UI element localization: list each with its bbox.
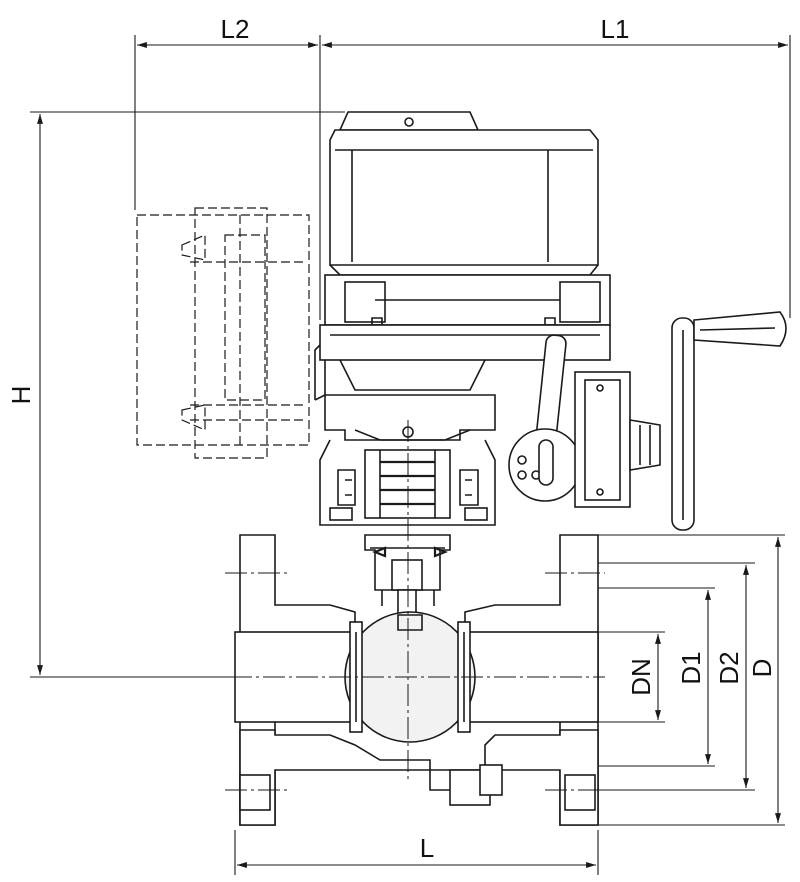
handwheel xyxy=(671,311,787,531)
dim-label-d1: D1 xyxy=(676,651,706,684)
valve-body xyxy=(234,534,599,826)
alternate-position-outline xyxy=(136,207,310,459)
dim-label-d: D xyxy=(747,659,777,678)
centerlines xyxy=(225,420,605,791)
dim-label-d2: D2 xyxy=(714,651,744,684)
dim-label-h: H xyxy=(6,386,36,405)
dim-label-l2: L2 xyxy=(221,14,250,44)
electric-actuator xyxy=(314,111,611,526)
dim-label-l: L xyxy=(420,833,434,863)
dim-label-l1: L1 xyxy=(601,14,630,44)
dimension-lines xyxy=(30,35,791,875)
dim-label-dn: DN xyxy=(626,658,656,696)
handwheel-gearbox xyxy=(574,371,661,508)
manual-lever xyxy=(508,334,582,502)
